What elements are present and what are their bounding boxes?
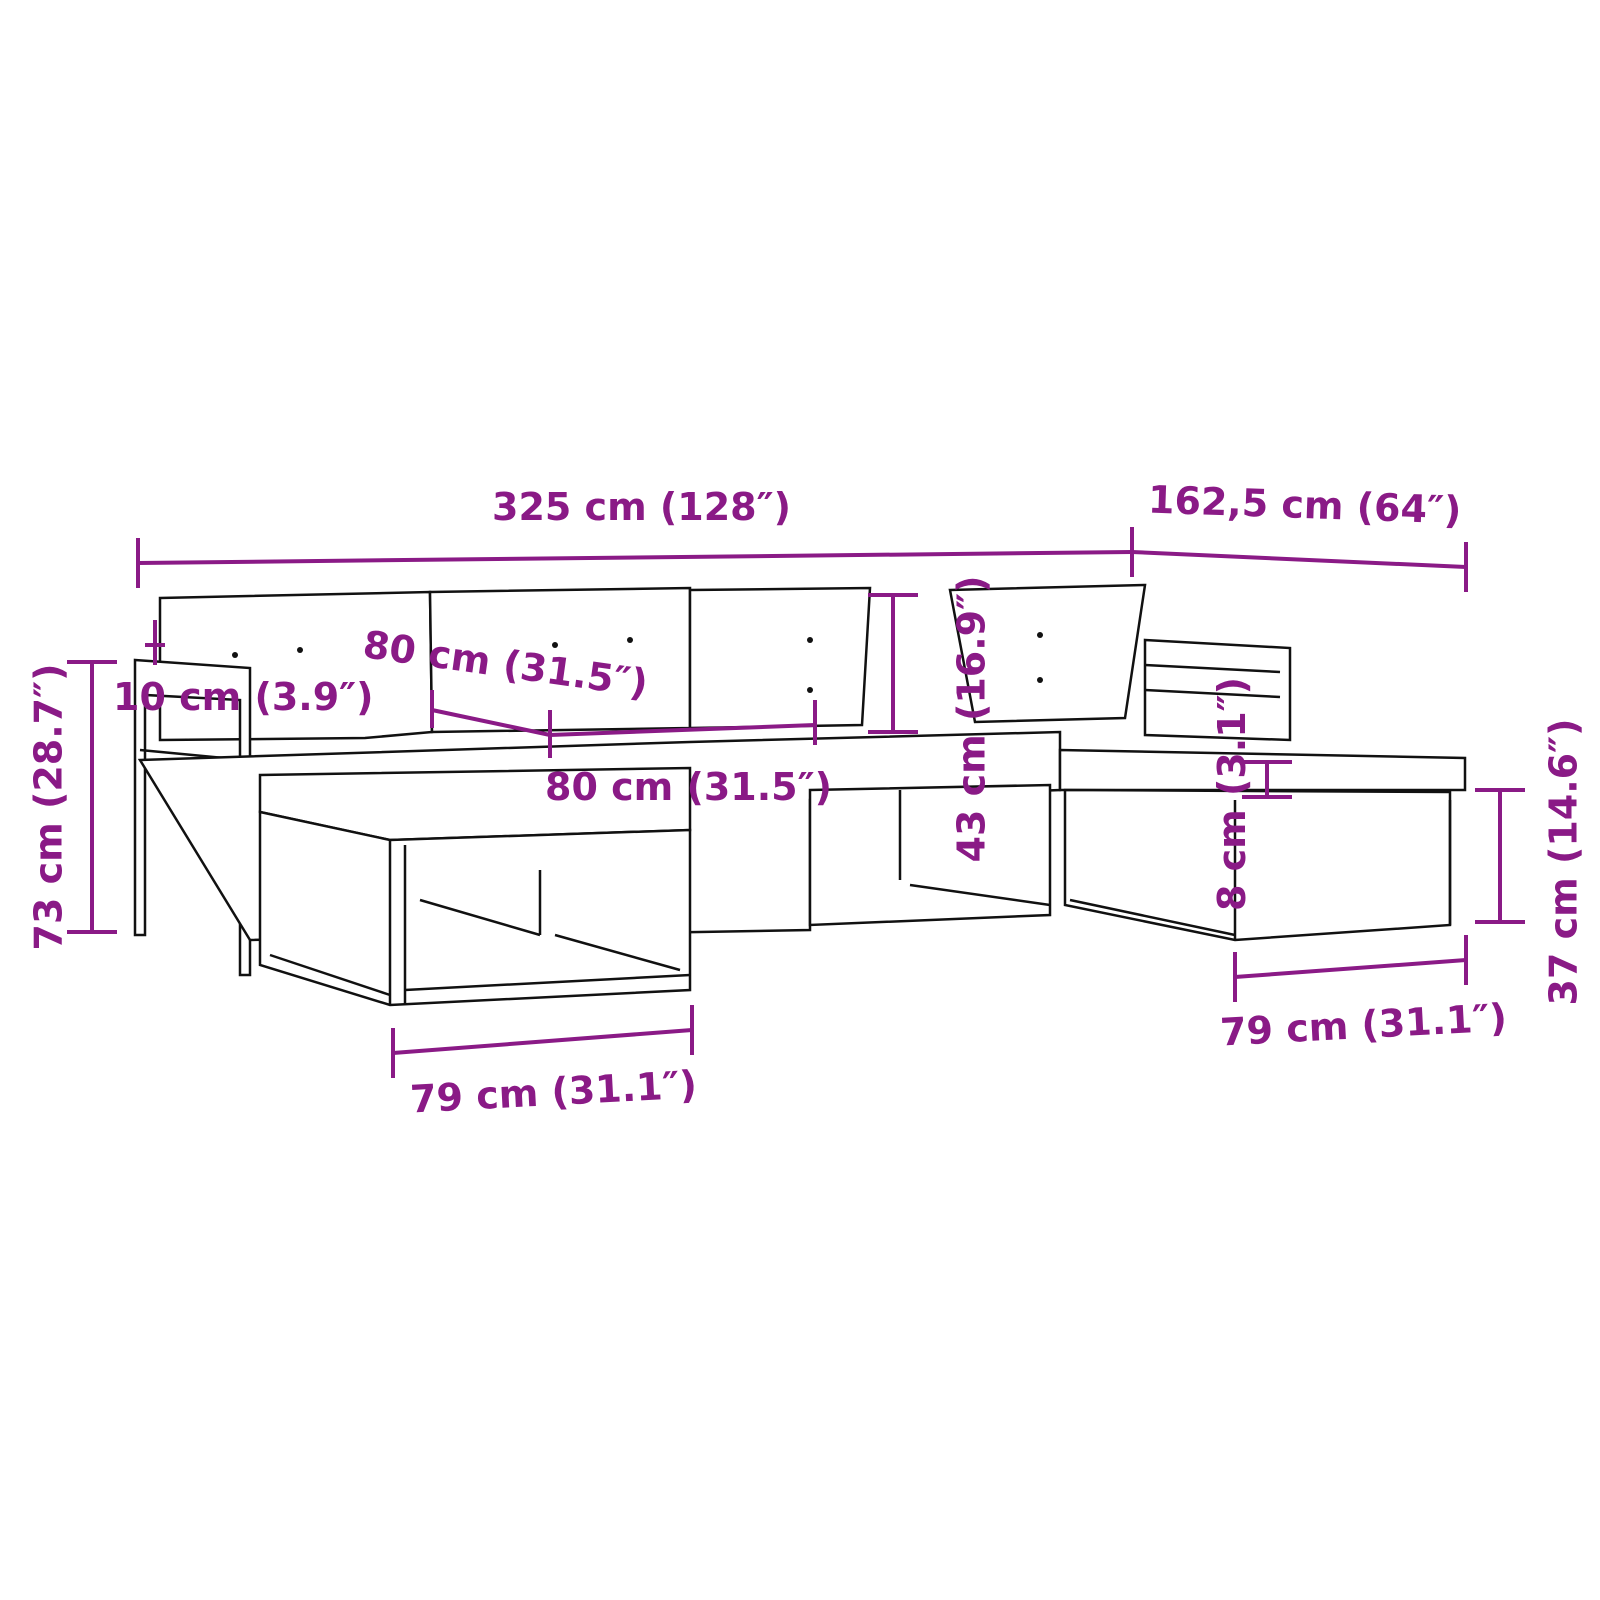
corner-seat bbox=[1058, 748, 1467, 792]
back-cushion-1 bbox=[158, 590, 434, 742]
middle-frame bbox=[808, 783, 1052, 927]
footstool-right-line bbox=[1234, 958, 1467, 979]
cushion-buttons bbox=[232, 632, 1043, 693]
total-width-label: 325 cm (128″) bbox=[492, 485, 791, 529]
dimension-lines bbox=[67, 527, 1525, 1078]
total-height-label: 73 cm (28.7″) bbox=[26, 663, 71, 951]
corner-frame bbox=[1063, 788, 1452, 942]
backrest-height-label: 43 cm (16.9″) bbox=[949, 575, 994, 863]
cushion-thickness-label: 8 cm (3.1″) bbox=[1210, 676, 1255, 912]
footstool-left-line bbox=[392, 1028, 693, 1055]
left-footstool-frame bbox=[258, 810, 692, 1007]
back-cushion-3 bbox=[688, 586, 872, 730]
width-line bbox=[137, 550, 1133, 565]
seat-width-upper-line bbox=[431, 708, 551, 737]
furniture-outline bbox=[133, 583, 1467, 1007]
depth-line bbox=[1131, 550, 1467, 569]
seat-width-lower-label: 80 cm (31.5″) bbox=[545, 765, 832, 809]
right-armrest bbox=[1143, 638, 1292, 742]
seat-width-lower-line bbox=[549, 723, 816, 737]
back-cushion-4 bbox=[948, 583, 1147, 724]
armrest-width-label: 10 cm (3.9″) bbox=[113, 675, 374, 719]
seat-height-label: 37 cm (14.6″) bbox=[1541, 718, 1586, 1006]
